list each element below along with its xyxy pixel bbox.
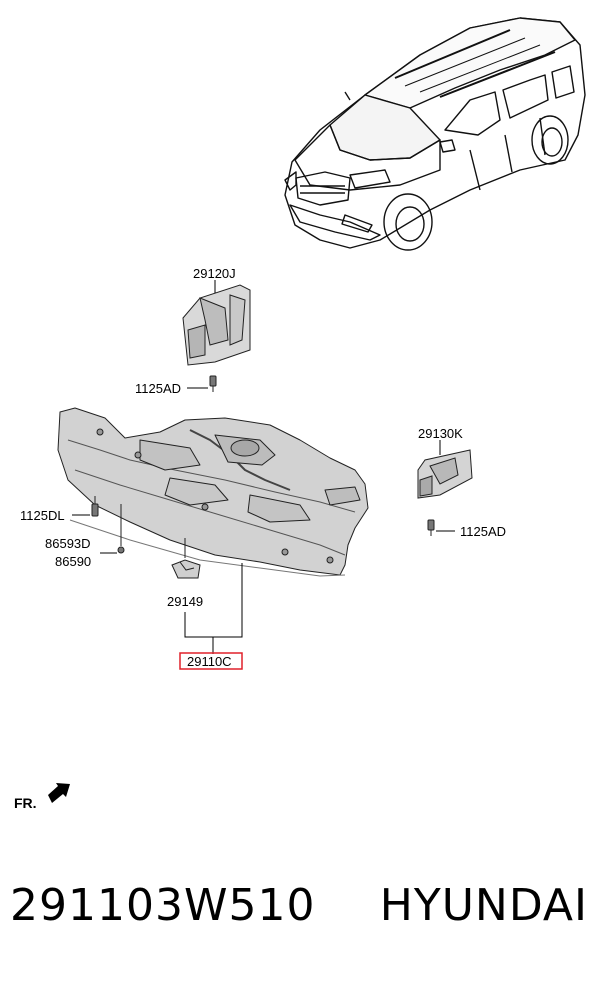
- callout-29120j: 29120J: [193, 266, 236, 281]
- callout-29149: 29149: [167, 594, 203, 609]
- highlight-box: [179, 652, 243, 670]
- callout-86590: 86590: [55, 554, 91, 569]
- leader-lines: [72, 280, 455, 654]
- bolt-1125ad-upper: [209, 375, 217, 392]
- callout-86593d: 86593D: [45, 536, 91, 551]
- part-number: 291103W510: [10, 880, 316, 931]
- bolt-1125ad-right: [427, 519, 435, 536]
- callout-labels: 29120J 1125AD 29130K 1125DL 86593D 86590…: [20, 266, 506, 670]
- callout-29130k: 29130K: [418, 426, 463, 441]
- callout-29110c: 29110C: [187, 654, 232, 669]
- direction-label: FR.: [14, 795, 37, 811]
- bolt-1125dl: [91, 496, 99, 517]
- vehicle-illustration: [284, 17, 586, 251]
- footer: 291103W510 HYUNDAI: [0, 880, 600, 960]
- under-cover-29110c: [57, 407, 369, 577]
- bracket-29120j: [182, 284, 251, 366]
- callout-1125dl: 1125DL: [20, 508, 65, 523]
- clip-86593d: [117, 504, 125, 554]
- bracket-29130k: [417, 449, 473, 499]
- callout-1125ad-right: 1125AD: [460, 524, 506, 539]
- front-direction-indicator: FR.: [14, 783, 70, 811]
- arrow-icon: [48, 783, 70, 803]
- parts-diagram: 29120J 1125AD 29130K 1125DL 86593D 86590…: [14, 17, 586, 811]
- brand-name: HYUNDAI: [379, 880, 588, 931]
- callout-1125ad-upper: 1125AD: [135, 381, 181, 396]
- bracket-29149: [171, 538, 201, 579]
